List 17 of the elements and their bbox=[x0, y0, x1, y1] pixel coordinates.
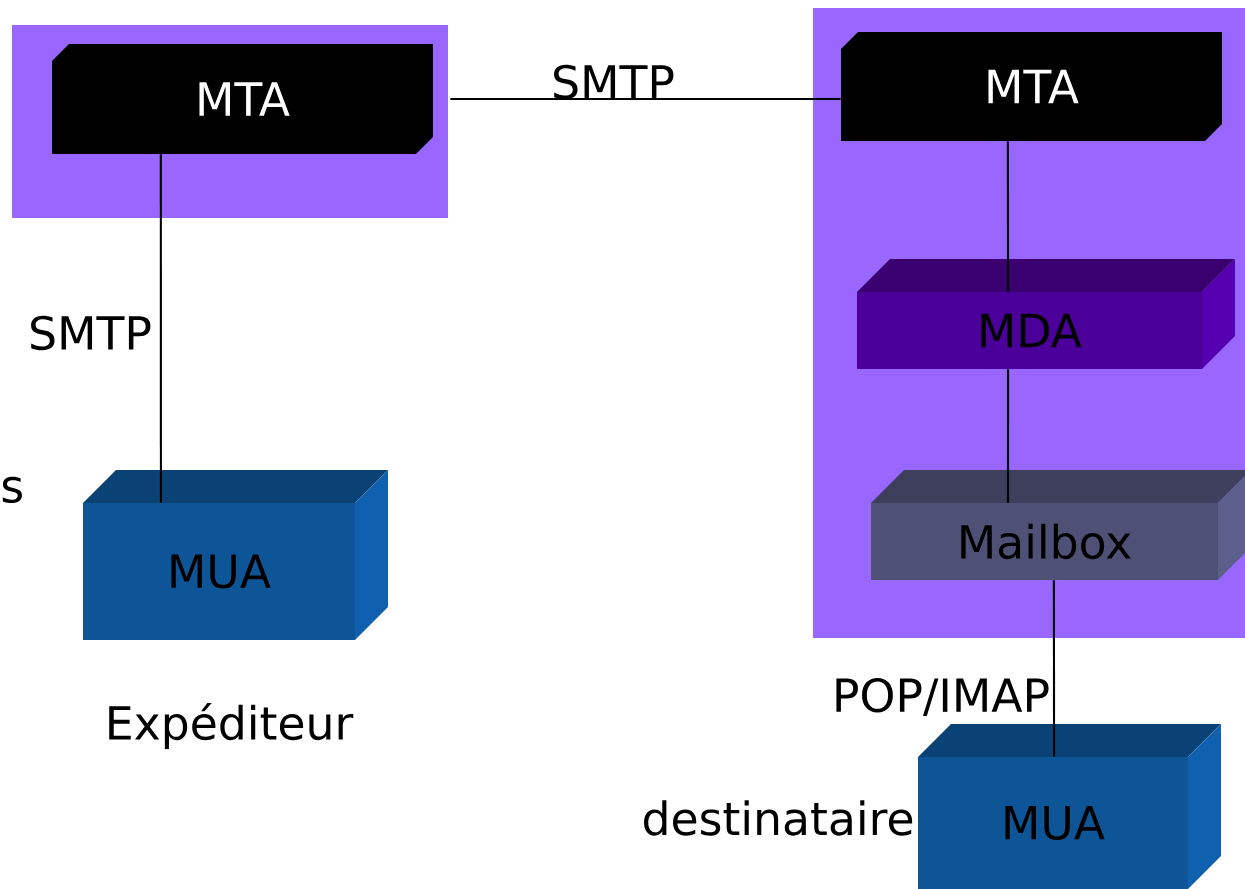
agent-block: MDA bbox=[857, 259, 1235, 369]
connector-line bbox=[159, 154, 162, 503]
edge-label: SMTP bbox=[31, 315, 151, 351]
agent-box: MTA bbox=[52, 44, 433, 154]
agent-block: Mailbox bbox=[871, 470, 1245, 580]
edge-label: SMTP bbox=[554, 64, 674, 100]
node-label: destinataire bbox=[644, 800, 913, 836]
agent-block: MUA bbox=[918, 724, 1221, 889]
edge-label: POP/IMAP bbox=[836, 677, 1049, 717]
text-fragment: s bbox=[2, 476, 22, 504]
connector-line bbox=[450, 97, 841, 101]
agent-block: MUA bbox=[83, 470, 388, 640]
agent-box: MTA bbox=[841, 32, 1222, 141]
connector-line bbox=[1052, 580, 1056, 757]
connector-line bbox=[1006, 369, 1010, 503]
node-label: Expéditeur bbox=[109, 702, 354, 749]
connector-line bbox=[1006, 141, 1010, 292]
